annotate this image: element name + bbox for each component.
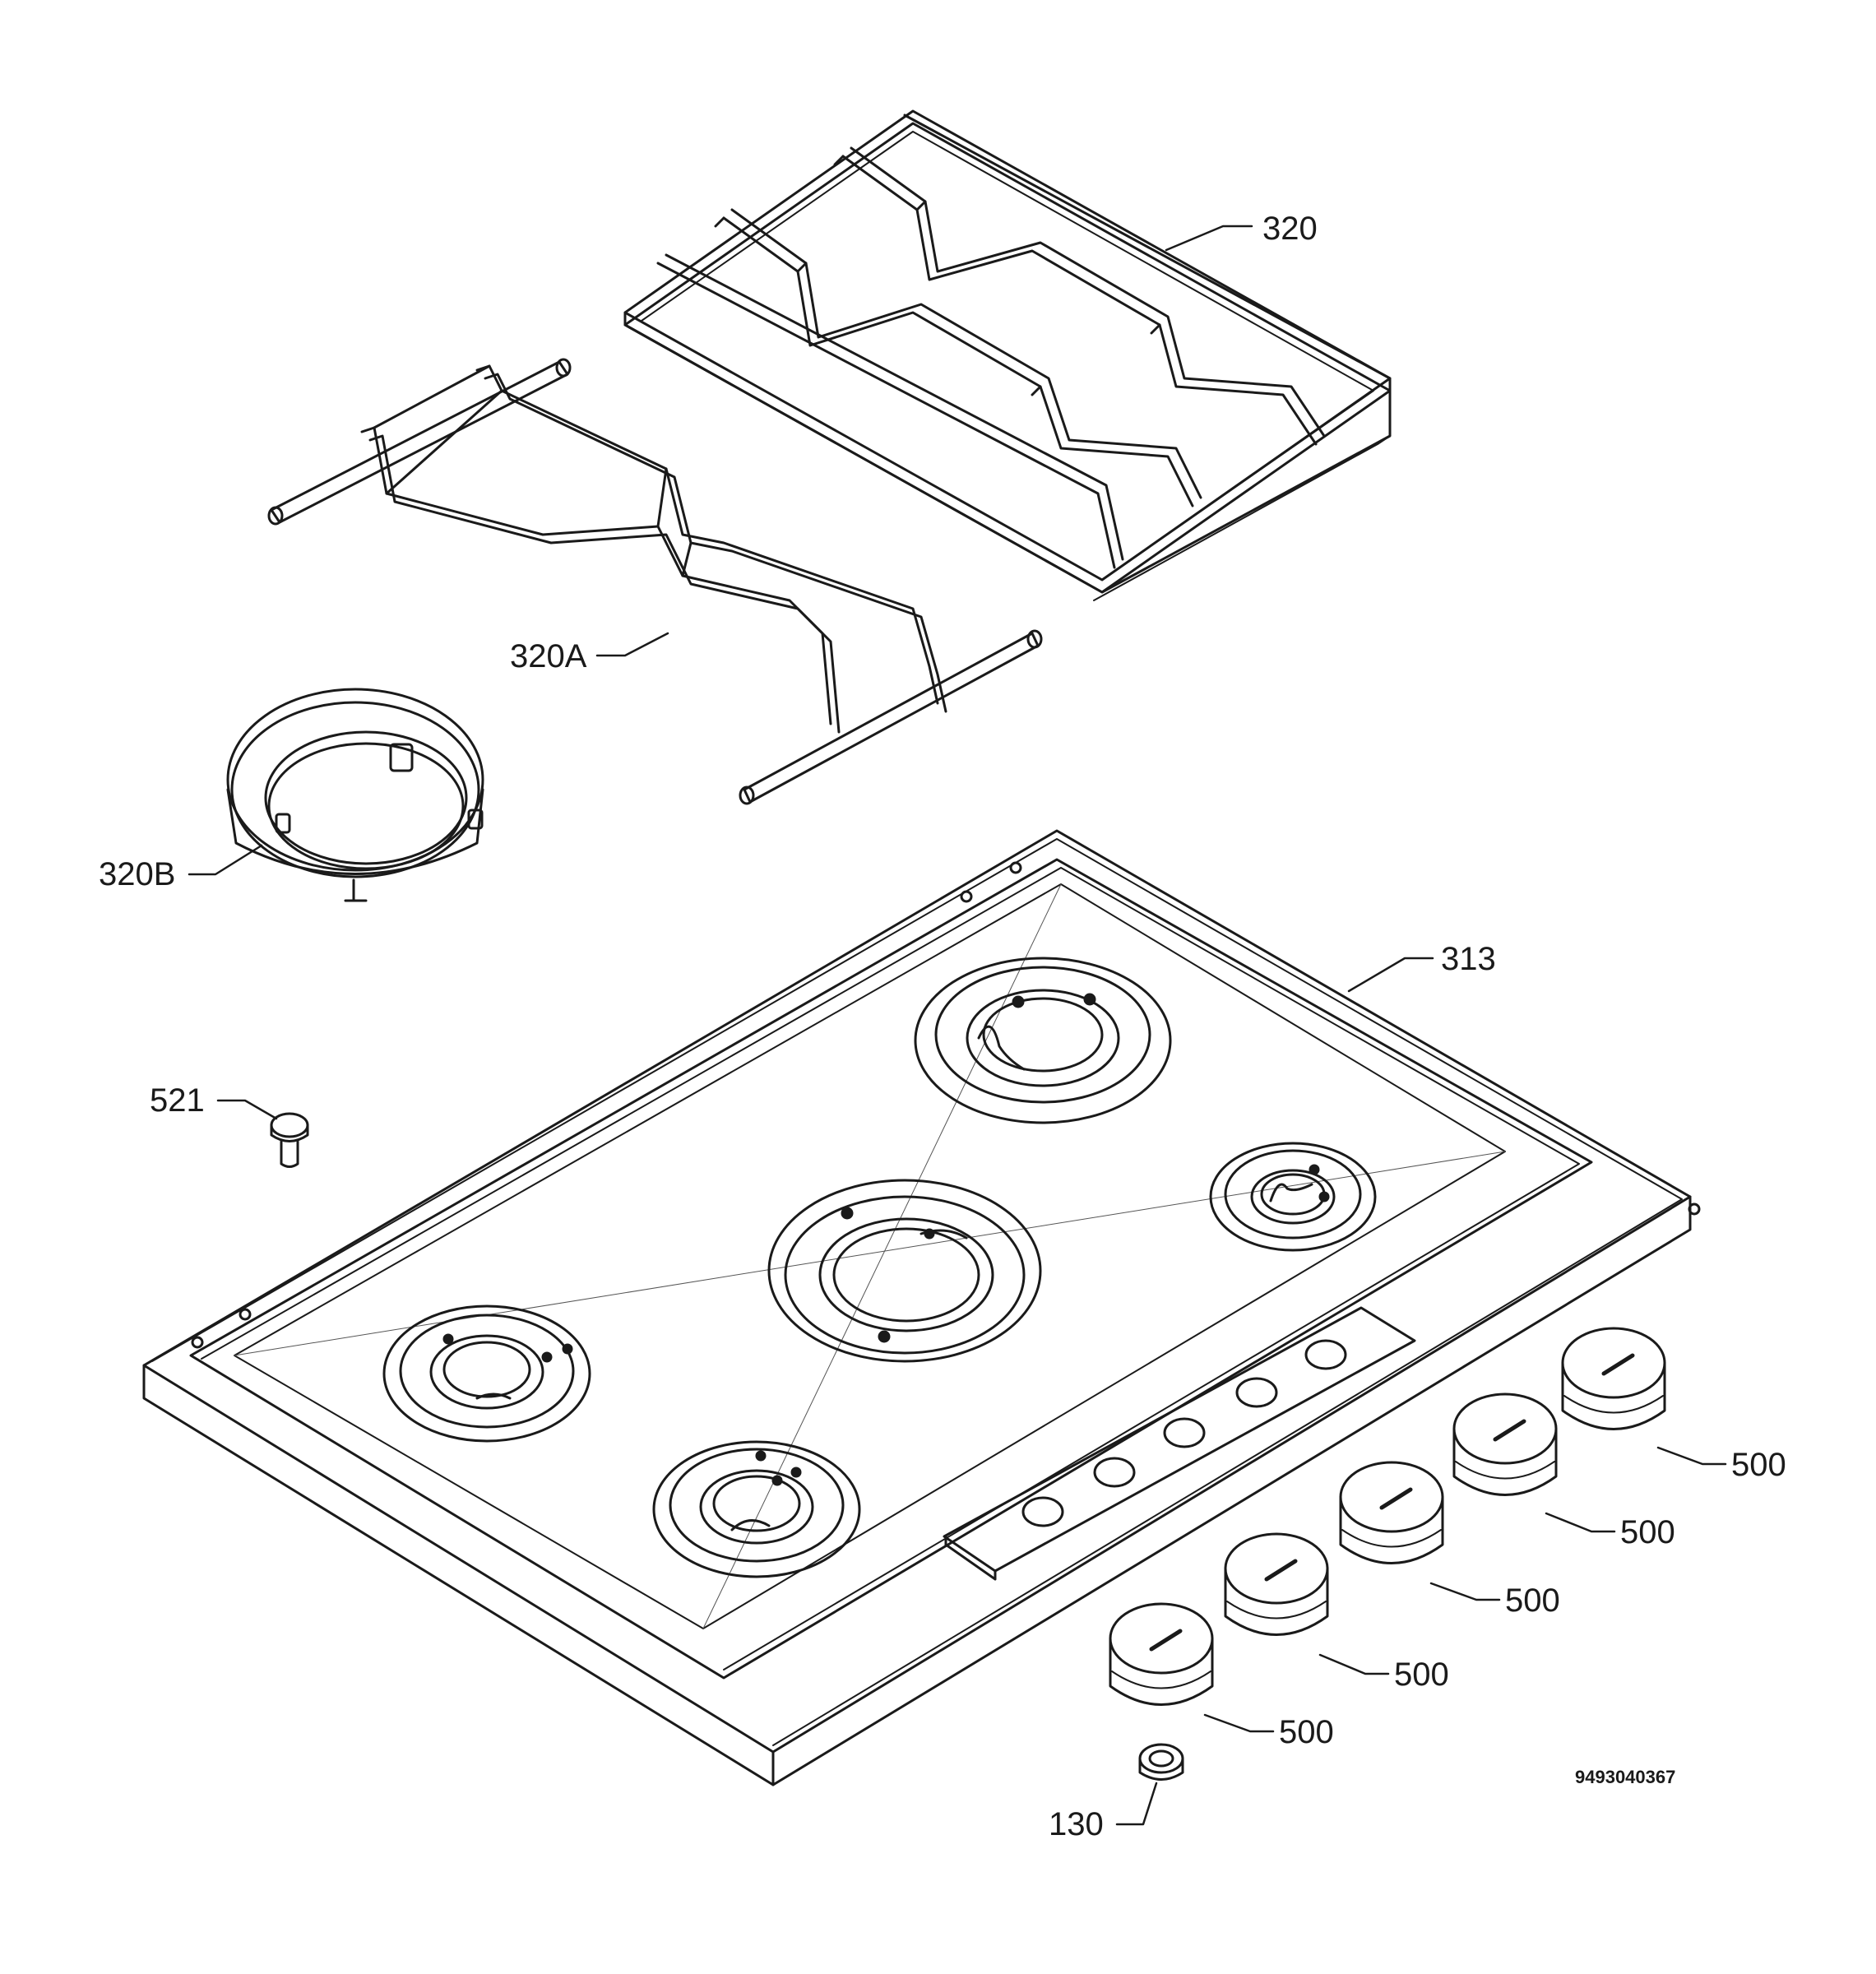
leader-320a (595, 632, 669, 657)
hob-top-313 (144, 831, 1699, 1785)
leader-320 (1165, 225, 1253, 252)
leader-500-5 (1203, 1713, 1275, 1733)
washer-130 (1140, 1745, 1183, 1780)
leader-130 (1115, 1782, 1158, 1826)
screw-521 (271, 1114, 308, 1167)
label-320a: 320A (510, 638, 587, 674)
leader-500-3 (1429, 1582, 1501, 1601)
label-313: 313 (1441, 941, 1496, 977)
label-500-3: 500 (1505, 1582, 1560, 1619)
knob-3 (1341, 1462, 1443, 1564)
wok-ring-320b (228, 689, 483, 901)
leader-500-4 (1318, 1653, 1390, 1675)
pan-support-grid-320 (625, 111, 1390, 600)
leader-320b (188, 844, 263, 876)
label-500-1: 500 (1731, 1447, 1786, 1483)
knob-1 (1563, 1328, 1665, 1430)
leader-521 (216, 1099, 278, 1120)
knob-2 (1454, 1394, 1556, 1495)
knob-4 (1225, 1534, 1327, 1635)
pan-support-grid-320a (269, 359, 1041, 804)
label-320b: 320B (99, 856, 176, 892)
knob-5 (1110, 1604, 1212, 1705)
leader-500-2 (1545, 1512, 1616, 1533)
label-130: 130 (1049, 1806, 1104, 1842)
leader-lines (188, 225, 1727, 1826)
document-number: 9493040367 (1575, 1767, 1676, 1787)
leader-500-1 (1656, 1446, 1727, 1466)
label-500-5: 500 (1279, 1714, 1334, 1750)
label-320: 320 (1262, 211, 1318, 247)
leader-313 (1347, 957, 1434, 993)
control-knobs-500 (1110, 1328, 1665, 1705)
label-521: 521 (150, 1082, 205, 1119)
label-500-2: 500 (1620, 1514, 1675, 1550)
label-500-4: 500 (1394, 1657, 1449, 1693)
